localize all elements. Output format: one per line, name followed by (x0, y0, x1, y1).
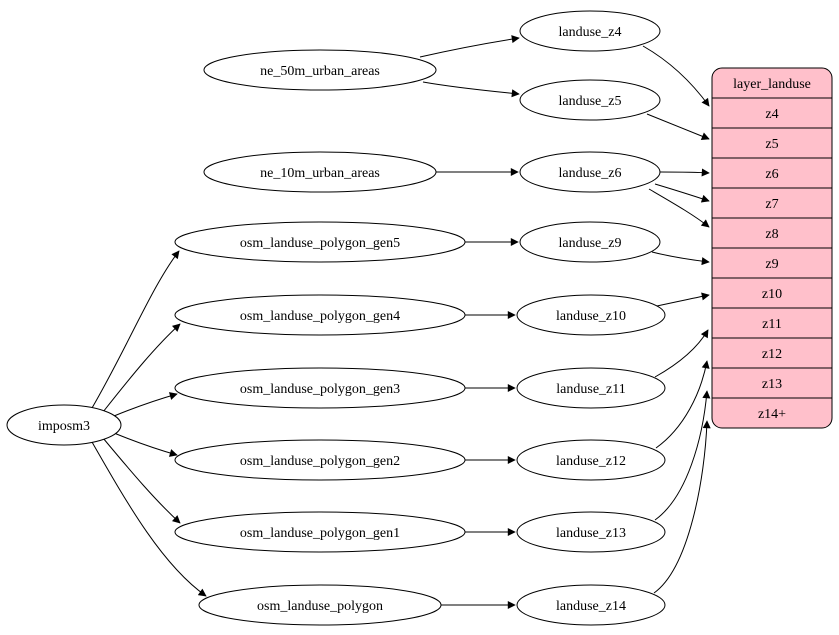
edge-imposm3-gen3 (113, 392, 178, 417)
node-label: osm_landuse_polygon (257, 599, 383, 614)
edge-landuse_z14-row-z14plus (653, 420, 711, 594)
node-landuse_z4: landuse_z4 (519, 10, 661, 52)
node-shape (519, 10, 661, 52)
node-landuse_z14: landuse_z14 (516, 584, 666, 626)
edge-imposm3-gen1 (102, 437, 181, 524)
table-row-z13: z13 (762, 377, 782, 392)
edge-landuse_z6-row-z7 (654, 183, 710, 203)
node-label: landuse_z4 (559, 25, 622, 40)
node-landuse_z11: landuse_z11 (516, 367, 666, 409)
edge-landuse_z13-row-z13 (654, 390, 711, 521)
node-shape (516, 367, 666, 409)
node-shape (203, 49, 437, 91)
node-landuse_z5: landuse_z5 (519, 79, 661, 121)
table-title: layer_landuse (733, 77, 811, 92)
edge-imposm3-gen4 (102, 323, 181, 413)
node-shape (519, 79, 661, 121)
edge-imposm3-gen2 (113, 432, 178, 457)
node-label: landuse_z12 (556, 454, 626, 469)
table-row-z4: z4 (765, 107, 778, 122)
table-row-z8: z8 (765, 227, 778, 242)
node-shape (198, 584, 442, 626)
node-label: osm_landuse_polygon_gen1 (240, 526, 400, 541)
node-landuse_z10: landuse_z10 (516, 294, 666, 336)
node-imposm3: imposm3 (6, 404, 122, 446)
node-osm_landuse_polygon_gen5: osm_landuse_polygon_gen5 (174, 221, 466, 263)
node-label: landuse_z10 (556, 309, 626, 324)
node-landuse_z6: landuse_z6 (519, 151, 661, 193)
edge-imposm3-polygon (91, 441, 207, 597)
node-shape (174, 367, 466, 409)
edge-landuse_z5-row-z5 (646, 113, 710, 140)
edge-landuse_z10-row-z10 (656, 292, 710, 307)
table-layer-landuse: layer_landuse z4 z5 z6 z7 z8 z9 z10 z11 … (711, 67, 833, 429)
node-shape (516, 511, 666, 553)
table-row-z14plus: z14+ (758, 407, 786, 422)
table-row-z5: z5 (765, 137, 778, 152)
node-shape (516, 294, 666, 336)
node-label: ne_50m_urban_areas (260, 64, 380, 79)
node-label: landuse_z6 (559, 166, 622, 181)
node-label: imposm3 (38, 419, 90, 434)
edge-ne50m-landuse_z4 (419, 35, 520, 58)
node-label: osm_landuse_polygon_gen3 (240, 382, 400, 397)
node-shape (174, 439, 466, 481)
node-shape (6, 404, 122, 446)
node-shape (174, 294, 466, 336)
node-shape (516, 584, 666, 626)
node-landuse_z13: landuse_z13 (516, 511, 666, 553)
node-landuse_z9: landuse_z9 (519, 221, 661, 263)
node-label: landuse_z13 (556, 526, 626, 541)
node-label: osm_landuse_polygon_gen2 (240, 454, 400, 469)
node-label: ne_10m_urban_areas (260, 166, 380, 181)
edge-imposm3-gen5 (91, 250, 180, 409)
table-row-z6: z6 (765, 167, 778, 182)
node-label: osm_landuse_polygon_gen4 (240, 309, 400, 324)
node-landuse_z12: landuse_z12 (516, 439, 666, 481)
node-osm_landuse_polygon_gen1: osm_landuse_polygon_gen1 (174, 511, 466, 553)
table-row-z10: z10 (762, 287, 782, 302)
node-osm_landuse_polygon_gen2: osm_landuse_polygon_gen2 (174, 439, 466, 481)
node-osm_landuse_polygon_gen3: osm_landuse_polygon_gen3 (174, 367, 466, 409)
table-row-z11: z11 (762, 317, 782, 332)
node-label: landuse_z9 (559, 236, 622, 251)
edge-landuse_z12-row-z12 (655, 360, 710, 449)
edge-landuse_z4-row-z4 (642, 45, 710, 107)
node-ne_10m_urban_areas: ne_10m_urban_areas (203, 151, 437, 193)
node-osm_landuse_polygon: osm_landuse_polygon (198, 584, 442, 626)
node-shape (174, 511, 466, 553)
node-osm_landuse_polygon_gen4: osm_landuse_polygon_gen4 (174, 294, 466, 336)
node-label: landuse_z14 (556, 599, 626, 614)
table-row-z12: z12 (762, 347, 782, 362)
node-shape (203, 151, 437, 193)
table-row-z7: z7 (765, 197, 778, 212)
table-row-z9: z9 (765, 257, 778, 272)
node-label: osm_landuse_polygon_gen5 (240, 236, 400, 251)
node-shape (519, 151, 661, 193)
edge-ne50m-landuse_z5 (422, 81, 520, 98)
node-ne_50m_urban_areas: ne_50m_urban_areas (203, 49, 437, 91)
node-label: landuse_z5 (559, 94, 622, 109)
node-shape (174, 221, 466, 263)
edge-landuse_z11-row-z11 (654, 329, 709, 378)
edge-landuse_z9-row-z9 (651, 251, 710, 266)
edge-landuse_z6-row-z8 (648, 188, 710, 228)
edge-landuse_z6-row-z6 (659, 168, 710, 177)
edges (91, 35, 711, 610)
node-label: landuse_z11 (556, 382, 625, 397)
node-shape (516, 439, 666, 481)
node-shape (519, 221, 661, 263)
